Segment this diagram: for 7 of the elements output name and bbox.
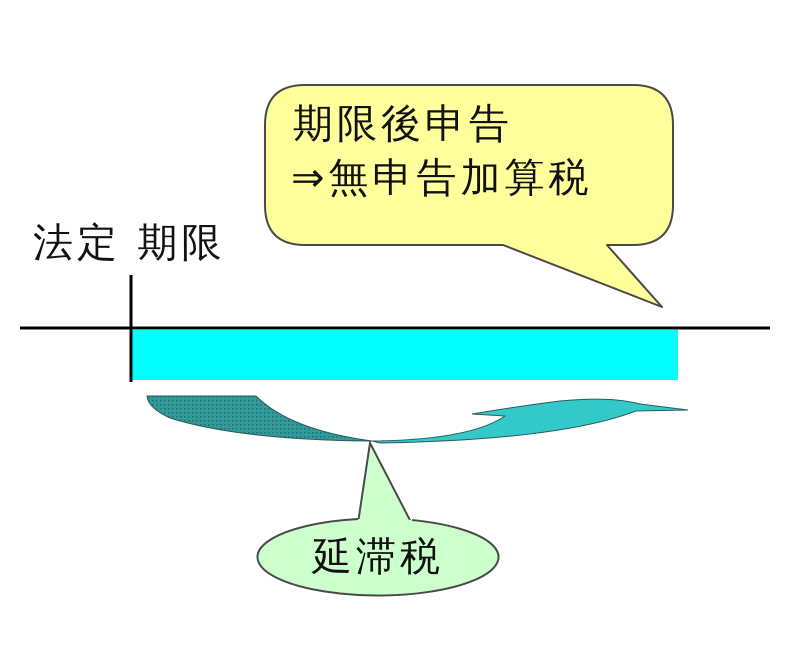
callout-text: ⇒無申告加算税 [291,155,593,201]
callout-text: 延滞税 [312,534,444,580]
deadline-label: 法定 期限 [33,220,226,266]
speech-bubble [263,83,675,309]
callout-text: 期限後申告 [293,101,513,147]
curved-arrow [146,395,689,444]
period-bar [132,330,678,380]
